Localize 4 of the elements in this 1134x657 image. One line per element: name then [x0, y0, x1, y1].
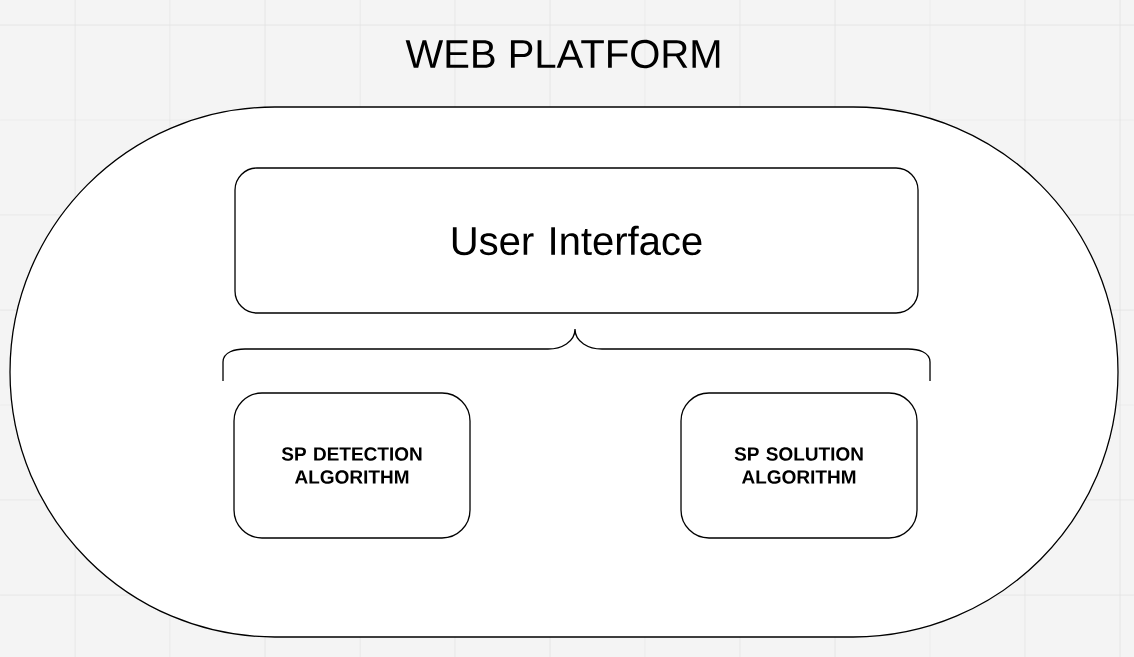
algorithm-box: SP SOLUTION ALGORITHM [680, 392, 918, 539]
title: WEB PLATFORM [405, 39, 720, 69]
algorithm-box: SP DETECTION ALGORITHM [233, 392, 471, 539]
interface-box: User Interface [234, 167, 919, 314]
